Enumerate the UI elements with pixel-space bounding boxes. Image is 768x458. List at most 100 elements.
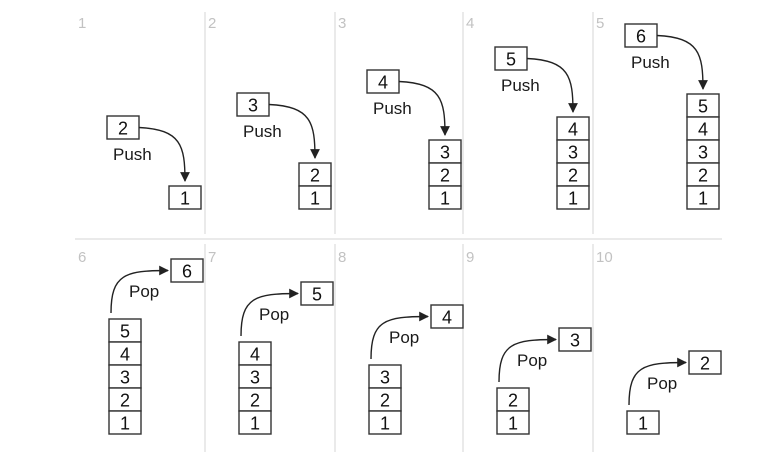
stack-box-label: 4 <box>250 345 260 365</box>
operation-label: Pop <box>259 305 289 324</box>
stack-box-label: 2 <box>250 391 260 411</box>
pop-arrow <box>628 357 687 406</box>
stack-box: 2 <box>496 387 530 412</box>
stack-box: 2 <box>238 387 272 412</box>
stack-box-label: 3 <box>380 368 390 388</box>
stack-box: 1 <box>108 410 142 435</box>
push-arrow <box>526 57 578 113</box>
stack-box-label: 1 <box>638 414 648 434</box>
stack-box: 3 <box>108 364 142 389</box>
operation-label: Push <box>373 99 412 118</box>
stack-box-label: 2 <box>698 166 708 186</box>
moving-item-box-label: 5 <box>312 285 322 305</box>
stack-box: 1 <box>368 410 402 435</box>
stack-box: 3 <box>238 364 272 389</box>
panel-number: 7 <box>208 249 216 266</box>
stack-box-label: 1 <box>380 414 390 434</box>
panel-number: 9 <box>466 249 474 266</box>
stack-box-label: 3 <box>698 143 708 163</box>
stack-box: 3 <box>556 139 590 164</box>
operation-label: Push <box>113 145 152 164</box>
stack-box: 3 <box>368 364 402 389</box>
push-arrow <box>656 34 708 90</box>
stack-box-label: 1 <box>250 414 260 434</box>
stack-box: 5 <box>108 318 142 343</box>
stack-box: 1 <box>496 410 530 435</box>
moving-item-box: 3 <box>558 327 592 352</box>
stack-box-label: 3 <box>440 143 450 163</box>
stack-box: 1 <box>428 185 462 210</box>
stack-box-label: 3 <box>120 368 130 388</box>
stack-box-label: 1 <box>568 189 578 209</box>
moving-item-box-label: 6 <box>636 27 646 47</box>
panel-number: 2 <box>208 15 216 32</box>
stack-box-label: 1 <box>120 414 130 434</box>
stack-box-label: 2 <box>120 391 130 411</box>
stack-box-label: 1 <box>698 189 708 209</box>
stack-box-label: 5 <box>120 322 130 342</box>
stack-box: 1 <box>238 410 272 435</box>
stack-box-label: 2 <box>440 166 450 186</box>
moving-item-box-label: 2 <box>700 354 710 374</box>
push-arrow <box>138 126 190 182</box>
moving-item-box: 6 <box>624 23 658 48</box>
moving-item-box-label: 2 <box>118 119 128 139</box>
stack-box-label: 1 <box>180 189 190 209</box>
stack-box: 5 <box>686 93 720 118</box>
stack-box: 4 <box>238 341 272 366</box>
stack-box-label: 3 <box>568 143 578 163</box>
stack-box: 2 <box>686 162 720 187</box>
moving-item-box: 2 <box>106 115 140 140</box>
moving-item-box-label: 4 <box>378 73 388 93</box>
panel-number: 6 <box>78 249 86 266</box>
operation-label: Push <box>243 122 282 141</box>
pop-arrow <box>110 265 169 314</box>
moving-item-box: 4 <box>366 69 400 94</box>
moving-item-box-label: 3 <box>570 331 580 351</box>
moving-item-box-label: 3 <box>248 96 258 116</box>
moving-item-box: 2 <box>688 350 722 375</box>
moving-item-box-label: 5 <box>506 50 516 70</box>
stack-box-label: 1 <box>440 189 450 209</box>
stack-box: 3 <box>686 139 720 164</box>
stack-box: 1 <box>298 185 332 210</box>
moving-item-box: 5 <box>300 281 334 306</box>
pop-arrow <box>498 334 557 383</box>
operation-label: Push <box>501 76 540 95</box>
operation-label: Pop <box>517 351 547 370</box>
operation-label: Pop <box>129 282 159 301</box>
stack-box-label: 1 <box>310 189 320 209</box>
moving-item-box: 3 <box>236 92 270 117</box>
stack-box: 1 <box>626 410 660 435</box>
pop-arrow <box>370 311 429 360</box>
moving-item-box-label: 6 <box>182 262 192 282</box>
panel-number: 3 <box>338 15 346 32</box>
panel-number: 10 <box>596 249 613 266</box>
push-arrow <box>398 80 450 136</box>
operation-label: Pop <box>647 374 677 393</box>
pop-arrow <box>240 288 299 337</box>
stack-box: 2 <box>428 162 462 187</box>
stack-box: 2 <box>368 387 402 412</box>
moving-item-box: 5 <box>494 46 528 71</box>
moving-item-box: 6 <box>170 258 204 283</box>
stack-box-label: 2 <box>310 166 320 186</box>
stack-box: 4 <box>686 116 720 141</box>
stack-box: 2 <box>556 162 590 187</box>
panel-dividers <box>75 12 722 452</box>
stack-box-label: 5 <box>698 97 708 117</box>
panel-number: 8 <box>338 249 346 266</box>
panels: 112Push2213Push33214Push443215Push554321… <box>78 15 722 435</box>
stack-box: 2 <box>298 162 332 187</box>
stack-box: 4 <box>108 341 142 366</box>
panel-number: 5 <box>596 15 604 32</box>
